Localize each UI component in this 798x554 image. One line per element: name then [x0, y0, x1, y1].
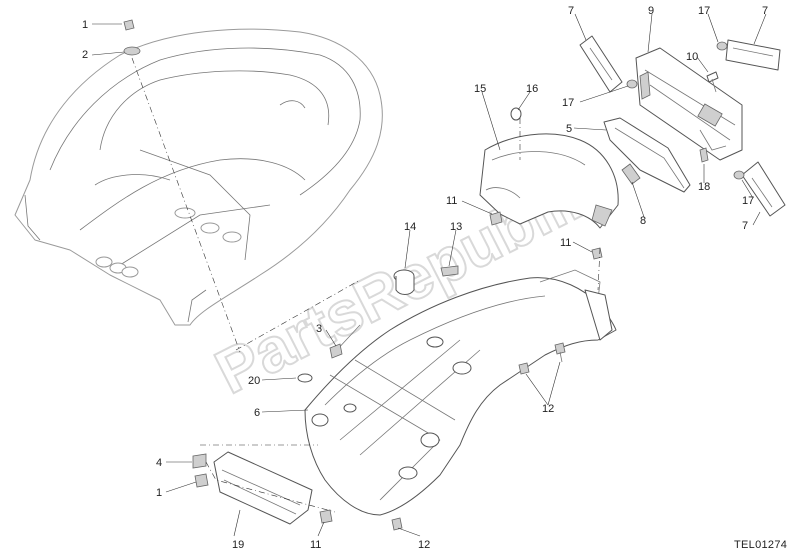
part-13-clip: [440, 265, 459, 277]
callout-labels: 1 2 7 9 17 7 10 15 16 5 17 18 17 7 11 8 …: [82, 5, 768, 551]
callout-6: 6: [254, 407, 260, 419]
callout-1-bottom: 1: [156, 487, 162, 499]
part-3-cable-tie: [329, 324, 361, 359]
part-17-nut-c: [733, 170, 745, 180]
callout-11-upper: 11: [446, 195, 457, 207]
part-16-grommet: [510, 107, 522, 121]
part-4-spacer: [192, 453, 207, 469]
assembly-line-left: [200, 279, 361, 446]
callout-7-bottom-right: 7: [742, 220, 748, 232]
callout-3: 3: [316, 323, 322, 335]
callout-7-top-right: 7: [762, 5, 768, 17]
part-9-plate-holder: [635, 47, 743, 161]
part-7-reflector-bottom-right: [741, 161, 786, 217]
callout-11-bottom: 11: [310, 539, 321, 551]
part-2-washer-top: [123, 46, 141, 56]
part-7-reflector-top-right: [725, 39, 781, 71]
part-8-clip: [621, 163, 641, 185]
callout-5: 5: [566, 123, 572, 135]
part-14-grommet: [393, 269, 415, 295]
part-1-cap-top: [123, 19, 135, 31]
callout-4: 4: [156, 457, 162, 469]
part-1-cap-bottom: [194, 473, 209, 488]
part-11-clip-right: [591, 247, 603, 260]
callout-7-top-left: 7: [568, 5, 574, 17]
callout-14: 14: [404, 221, 416, 233]
leader-lines: [91, 13, 767, 537]
callout-17-top: 17: [698, 5, 710, 17]
part-11-clip-bottom: [319, 509, 333, 524]
callout-15: 15: [474, 83, 486, 95]
callout-1-top: 1: [82, 19, 88, 31]
callout-13: 13: [450, 221, 462, 233]
part-12-screw-a: [554, 342, 566, 363]
callout-17-mid: 17: [562, 97, 574, 109]
part-17-nut-a: [716, 41, 728, 51]
part-15-fender-cover: [479, 133, 619, 229]
part-5-light-cover: [603, 117, 691, 193]
part-12-screw-b: [518, 362, 530, 375]
assembly-line-right: [519, 118, 601, 291]
callout-8: 8: [640, 215, 646, 227]
callout-19: 19: [232, 539, 244, 551]
part-11-clip-upper: [489, 211, 503, 226]
reference-code: TEL01274: [734, 539, 787, 551]
part-17-nut-b: [626, 79, 638, 89]
callout-12-bottom: 12: [418, 539, 430, 551]
callout-11-right: 11: [560, 237, 571, 249]
callout-17-right: 17: [742, 195, 754, 207]
callout-9: 9: [648, 5, 654, 17]
callout-12-right: 12: [542, 403, 554, 415]
part-10-screw: [706, 71, 719, 93]
part-12-screw-c: [391, 517, 403, 531]
part-18-bolt: [699, 147, 709, 163]
callout-16: 16: [526, 83, 538, 95]
callout-20: 20: [248, 375, 260, 387]
callout-18: 18: [698, 181, 710, 193]
part-20-washer: [297, 373, 313, 383]
assembly-line-top-left: [131, 57, 241, 353]
part-6-undertray: [304, 269, 617, 516]
callout-10: 10: [686, 51, 698, 63]
part-7-reflector-left: [579, 35, 623, 93]
rear-seat-frame: [14, 28, 383, 326]
part-19-lower-guard: [213, 451, 313, 525]
callout-2: 2: [82, 49, 88, 61]
